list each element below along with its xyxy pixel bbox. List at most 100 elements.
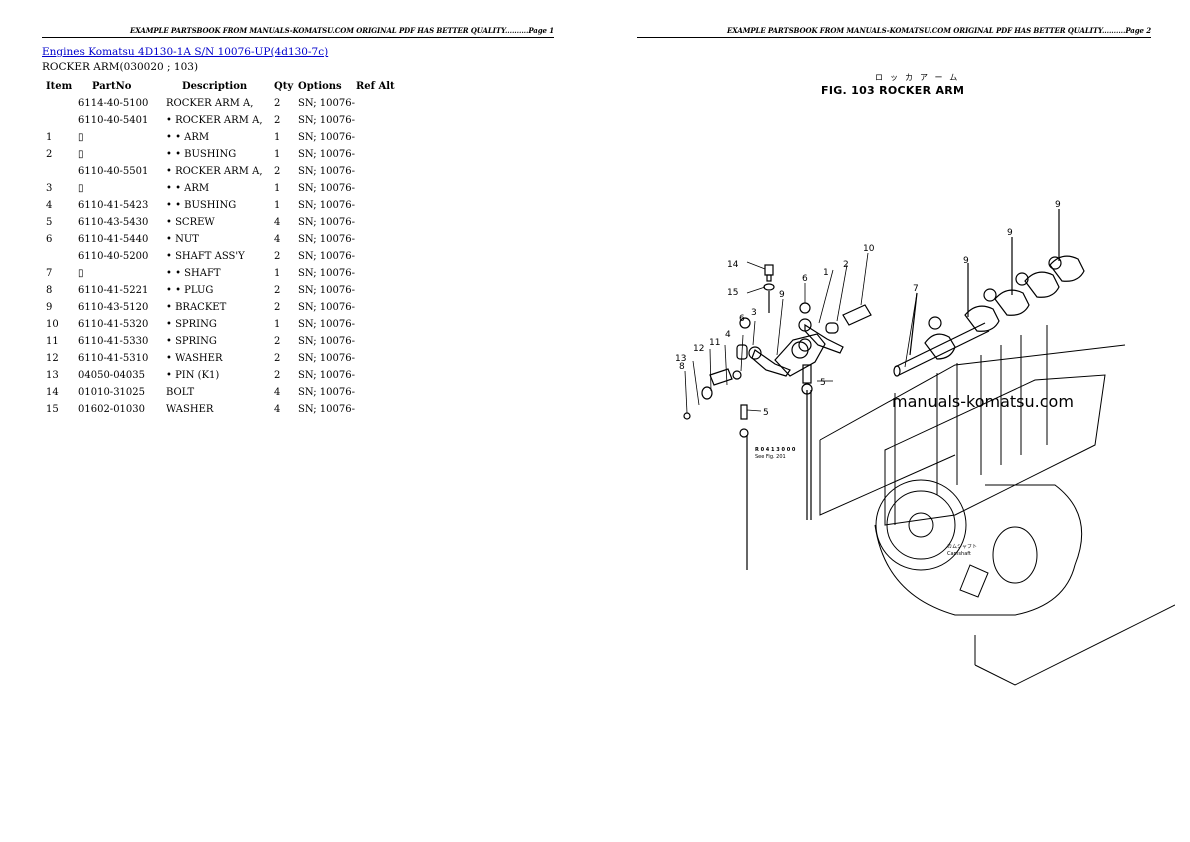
cell-options: SN; 10076-: [298, 217, 355, 228]
cell-ref-alt: [356, 333, 406, 350]
page-header: EXAMPLE PARTSBOOK FROM MANUALS-KOMATSU.C…: [637, 26, 1151, 38]
cell-qty: 2: [274, 251, 281, 262]
cell-options: SN; 10076-: [298, 285, 355, 296]
shaft-assembly: [893, 255, 1085, 377]
cell-description: • SHAFT ASS'Y: [166, 251, 245, 262]
cell-item: 13: [46, 370, 59, 381]
cell-item: 15: [46, 404, 59, 415]
svg-text:3: 3: [751, 308, 757, 318]
cell-partno: 6110-43-5430: [78, 217, 149, 228]
cell-qty: 4: [274, 234, 281, 245]
cell-item: 11: [46, 336, 59, 347]
svg-text:11: 11: [709, 338, 720, 348]
cell-ref-alt: [356, 95, 406, 112]
cell-partno: 6110-40-5401: [78, 115, 149, 126]
cell-item: 8: [46, 285, 53, 296]
cell-partno: ▯: [78, 149, 84, 160]
svg-text:9: 9: [1055, 200, 1061, 210]
figure-title: FIG. 103 ROCKER ARM: [821, 84, 965, 97]
cell-item: [46, 112, 78, 129]
cell-partno: 6110-41-5320: [78, 319, 149, 330]
cell-qty: 2: [274, 353, 281, 364]
page-header: EXAMPLE PARTSBOOK FROM MANUALS-KOMATSU.C…: [42, 26, 554, 38]
cell-ref-alt: [356, 316, 406, 333]
cell-qty: 2: [274, 166, 281, 177]
svg-text:15: 15: [727, 288, 738, 298]
cell-partno: 01602-01030: [78, 404, 146, 415]
cell-description: • ROCKER ARM A,: [166, 166, 263, 177]
cell-partno: 6110-40-5200: [78, 251, 149, 262]
cell-ref-alt: [356, 248, 406, 265]
cell-description: • SPRING: [166, 336, 217, 347]
cell-ref-alt: [356, 265, 406, 282]
cell-options: SN; 10076-: [298, 353, 355, 364]
cell-options: SN; 10076-: [298, 387, 355, 398]
cell-description: • ROCKER ARM A,: [166, 115, 263, 126]
parts-table: Item PartNo Description Qty Options Ref …: [46, 78, 406, 418]
cell-partno: 04050-04035: [78, 370, 146, 381]
svg-text:See Fig. 201: See Fig. 201: [755, 454, 786, 460]
svg-text:R 0 4 1 3 0 0 0: R 0 4 1 3 0 0 0: [755, 447, 796, 453]
cell-partno: 6110-41-5330: [78, 336, 149, 347]
cell-qty: 2: [274, 115, 281, 126]
link-engines-komatsu[interactable]: Engines Komatsu: [42, 46, 135, 58]
cell-options: SN; 10076-: [298, 183, 355, 194]
cell-description: WASHER: [166, 404, 214, 415]
svg-text:5: 5: [820, 378, 826, 388]
cell-description: • BRACKET: [166, 302, 227, 313]
cell-options: SN; 10076-: [298, 98, 355, 109]
link-model[interactable]: 4D130-1A S/N 10076-UP(4d130-7c): [138, 46, 329, 58]
cell-description: BOLT: [166, 387, 195, 398]
cell-description: • NUT: [166, 234, 199, 245]
cell-item: 14: [46, 387, 59, 398]
section-title: ROCKER ARM(030020 ; 103): [42, 61, 199, 73]
cell-ref-alt: [356, 146, 406, 163]
cell-options: SN; 10076-: [298, 268, 355, 279]
rocker-arm-left: [683, 317, 791, 438]
cell-qty: 4: [274, 217, 281, 228]
cell-options: SN; 10076-: [298, 336, 355, 347]
cell-qty: 1: [274, 319, 281, 330]
exploded-parts-diagram: 14 15 8 13 12 11 4 6 3 9 6 1 2 10 5 5 7 …: [675, 200, 1175, 686]
breadcrumb: Engines Komatsu 4D130-1A S/N 10076-UP(4d…: [42, 46, 328, 58]
cell-item: 6: [46, 234, 53, 245]
cell-partno: 6110-43-5120: [78, 302, 149, 313]
cell-ref-alt: [356, 197, 406, 214]
cell-qty: 2: [274, 98, 281, 109]
cell-partno: ▯: [78, 183, 84, 194]
cell-qty: 2: [274, 302, 281, 313]
cell-ref-alt: [356, 231, 406, 248]
svg-text:12: 12: [693, 344, 704, 354]
cell-options: SN; 10076-: [298, 302, 355, 313]
cell-qty: 1: [274, 200, 281, 211]
page-1: EXAMPLE PARTSBOOK FROM MANUALS-KOMATSU.C…: [42, 26, 554, 418]
cell-partno: 01010-31025: [78, 387, 146, 398]
cell-ref-alt: [356, 214, 406, 231]
cell-item: 3: [46, 183, 53, 194]
cell-ref-alt: [356, 299, 406, 316]
svg-text:9: 9: [779, 290, 785, 300]
svg-text:カムシャフト: カムシャフト: [947, 544, 977, 550]
cell-partno: ▯: [78, 132, 84, 143]
cell-qty: 4: [274, 404, 281, 415]
cell-qty: 2: [274, 370, 281, 381]
cell-ref-alt: [356, 282, 406, 299]
cell-qty: 1: [274, 183, 281, 194]
col-description: Description: [182, 81, 248, 92]
cell-item: 7: [46, 268, 53, 279]
col-qty: Qty: [274, 81, 294, 92]
cell-options: SN; 10076-: [298, 149, 355, 160]
cell-item: 1: [46, 132, 53, 143]
